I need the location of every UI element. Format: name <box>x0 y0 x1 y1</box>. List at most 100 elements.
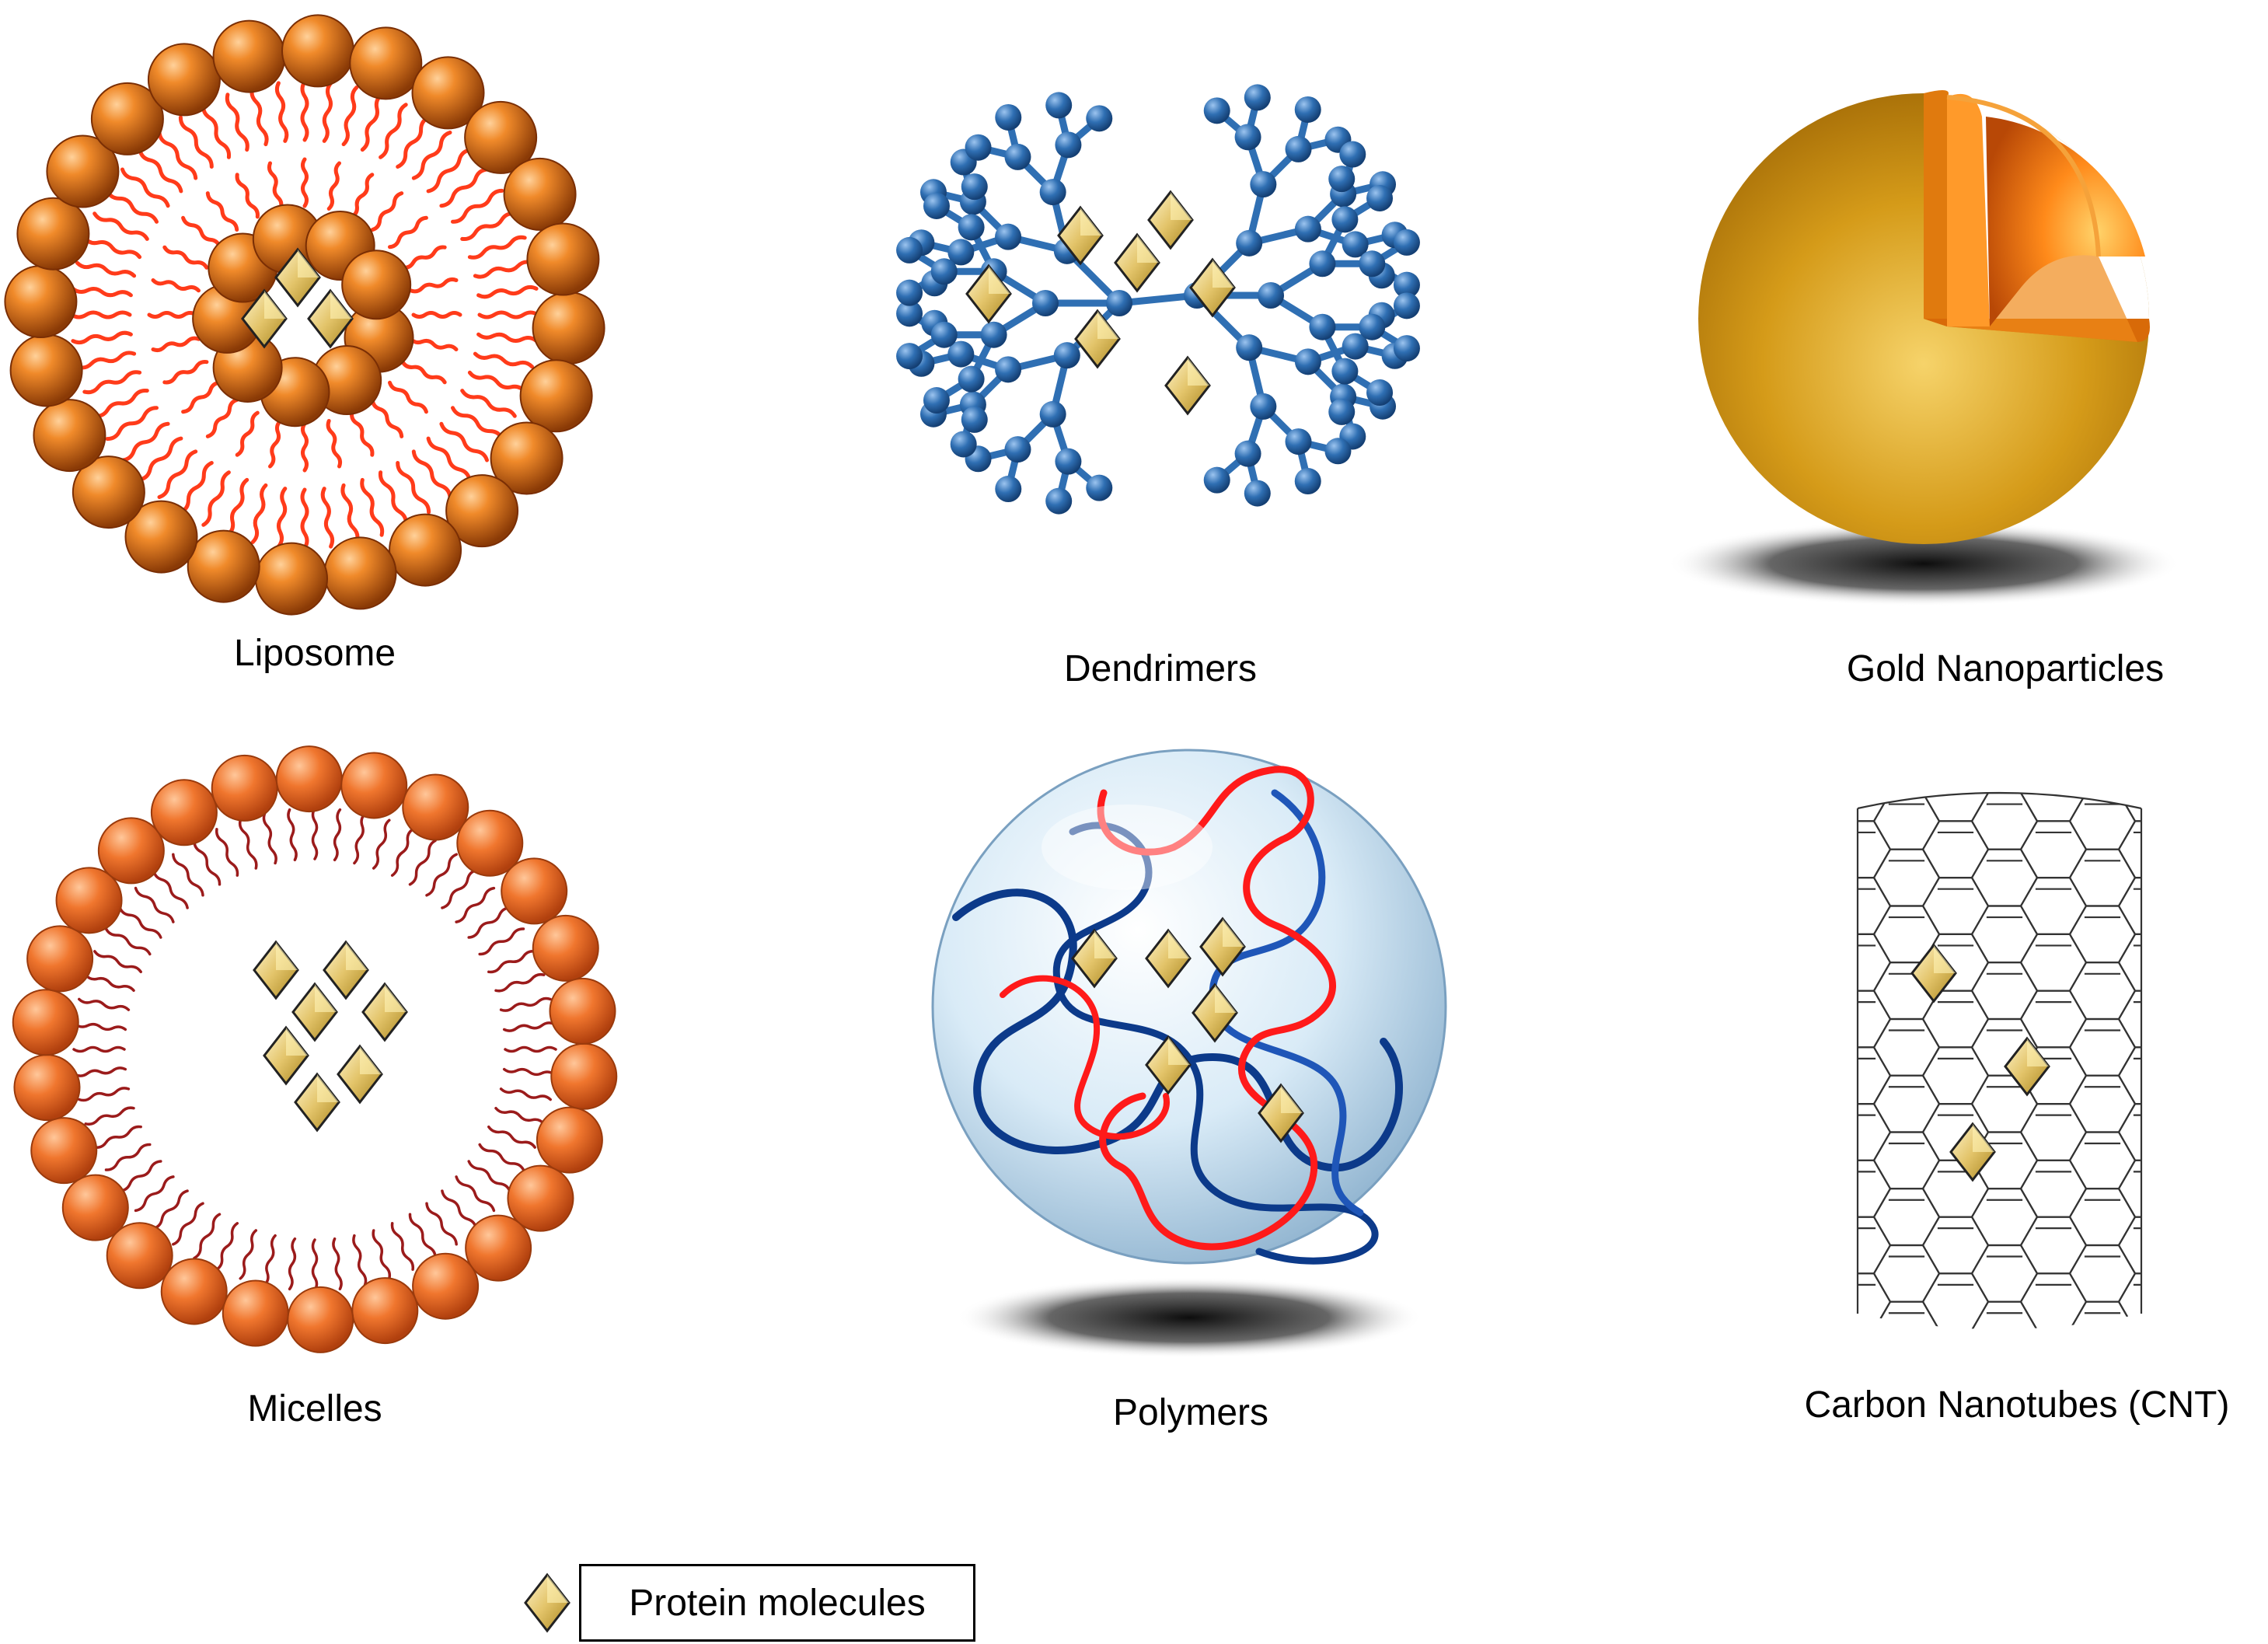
dendrimer-node <box>1393 229 1420 256</box>
hexagon-ring <box>1776 962 1841 1019</box>
hexagon-ring <box>2117 820 2141 879</box>
lipid-tail <box>467 1160 511 1192</box>
hexagon-ring <box>1872 1074 1941 1133</box>
lipid-tail <box>350 173 375 219</box>
dendrimer-node <box>896 300 923 327</box>
hexagon-ring <box>1776 906 1841 963</box>
lipid-tail <box>360 477 385 537</box>
hexagon-ring <box>1872 1300 1941 1329</box>
lipid-head <box>187 529 260 603</box>
lipid-head <box>13 1054 81 1122</box>
hexagon-ring <box>1921 1046 1990 1105</box>
lipid-tail <box>215 828 239 877</box>
lipid-head <box>532 914 599 982</box>
lipid-tail <box>390 828 414 877</box>
hexagon-ring <box>2117 1272 2141 1329</box>
protein-diamond-icon <box>1147 190 1194 250</box>
lipid-tail <box>378 470 408 527</box>
hexagon-ring <box>1727 765 1792 822</box>
lipid-head <box>55 867 123 934</box>
lipid-tail <box>172 1202 204 1246</box>
protein-diamond-icon <box>1114 233 1160 292</box>
lipid-tail <box>451 188 504 224</box>
hexagon-ring <box>1872 793 1941 794</box>
lipid-tail <box>388 380 428 414</box>
lipid-tail <box>425 853 458 897</box>
lipid-tail <box>408 1213 437 1260</box>
hexagon-ring <box>2168 1076 2233 1133</box>
label-gold-nanoparticles: Gold Nanoparticles <box>1846 648 2165 689</box>
lipid-tail <box>332 1237 343 1291</box>
lipid-head <box>46 134 120 208</box>
hexagon-ring <box>1727 1047 1792 1104</box>
hexagon-ring <box>2019 1103 2088 1161</box>
lipid-tail <box>502 1021 557 1032</box>
dendrimer-node <box>1086 474 1113 501</box>
lipid-tail <box>311 1238 319 1292</box>
hexagon-ring <box>1776 793 1841 850</box>
lipid-head <box>389 513 462 587</box>
lipid-head <box>323 536 397 610</box>
hexagon-ring <box>1970 1244 2039 1303</box>
lipid-tail <box>311 807 319 860</box>
dendrimer-node <box>1053 342 1080 369</box>
lipid-tail <box>225 477 249 537</box>
lipid-tail <box>340 483 360 544</box>
lipid-tail <box>105 188 159 224</box>
lipid-tail <box>439 167 489 208</box>
hexagon-ring <box>2117 793 2141 822</box>
lipid-head <box>212 19 286 93</box>
lipid-tail <box>276 487 288 549</box>
lipid-tail <box>120 167 170 208</box>
hexagon-ring <box>2068 848 2137 907</box>
lipid-tail <box>288 1237 297 1291</box>
label-micelles: Micelles <box>247 1388 382 1429</box>
lipid-tail <box>71 286 133 298</box>
lipid-head <box>456 809 524 877</box>
lipid-tail <box>341 86 359 147</box>
lipid-tail <box>267 161 284 211</box>
dendrimer-node <box>1331 206 1359 233</box>
dendrimer-node <box>1331 358 1359 385</box>
hexagon-ring <box>1970 1188 2039 1247</box>
lipid-tail <box>162 245 209 270</box>
hexagon-ring <box>1970 793 2039 850</box>
lipid-tail <box>451 406 504 442</box>
dendrimer-node <box>1045 487 1073 515</box>
hexagon-ring <box>1727 821 1792 878</box>
polymer-illustration <box>931 749 1447 1358</box>
protein-diamond-icon <box>323 941 369 1000</box>
lipid-tail <box>409 277 459 294</box>
hexagon-ring <box>1727 1273 1792 1330</box>
dendrimer-node <box>1244 84 1271 111</box>
protein-diamond-icon <box>361 983 408 1042</box>
dendrimer-node <box>1366 184 1394 211</box>
hexagon-ring <box>1921 1272 1990 1329</box>
lipid-tail <box>134 886 175 923</box>
hexagon-ring <box>2168 1302 2233 1359</box>
hexagon-ring <box>2168 962 2233 1019</box>
lipid-tail <box>370 398 404 438</box>
lipid-tail <box>467 370 527 394</box>
hexagon-ring <box>2168 793 2233 850</box>
dendrimer-node <box>1203 97 1230 124</box>
dendrimer-node <box>1294 348 1321 375</box>
lipid-tail <box>181 380 222 414</box>
lipid-tail <box>193 839 222 886</box>
dendrimer-node <box>1294 215 1321 243</box>
lipid-tail <box>235 173 260 219</box>
lipid-tail <box>151 336 201 353</box>
hexagon-ring <box>2117 1216 2141 1275</box>
hexagon-ring <box>1970 848 2039 907</box>
dendrimer-node <box>1328 398 1356 425</box>
lipid-head <box>501 857 568 925</box>
lipid-head <box>97 817 165 885</box>
protein-diamond-icon <box>1910 944 1957 1003</box>
dendrimer-node <box>1234 124 1261 151</box>
dendrimer-node <box>950 431 977 458</box>
lipid-head <box>61 1174 129 1241</box>
dendrimer-node <box>995 223 1022 250</box>
lipid-tail <box>478 1143 525 1171</box>
lipid-tail <box>476 284 539 299</box>
protein-diamond-icon <box>337 1045 383 1104</box>
